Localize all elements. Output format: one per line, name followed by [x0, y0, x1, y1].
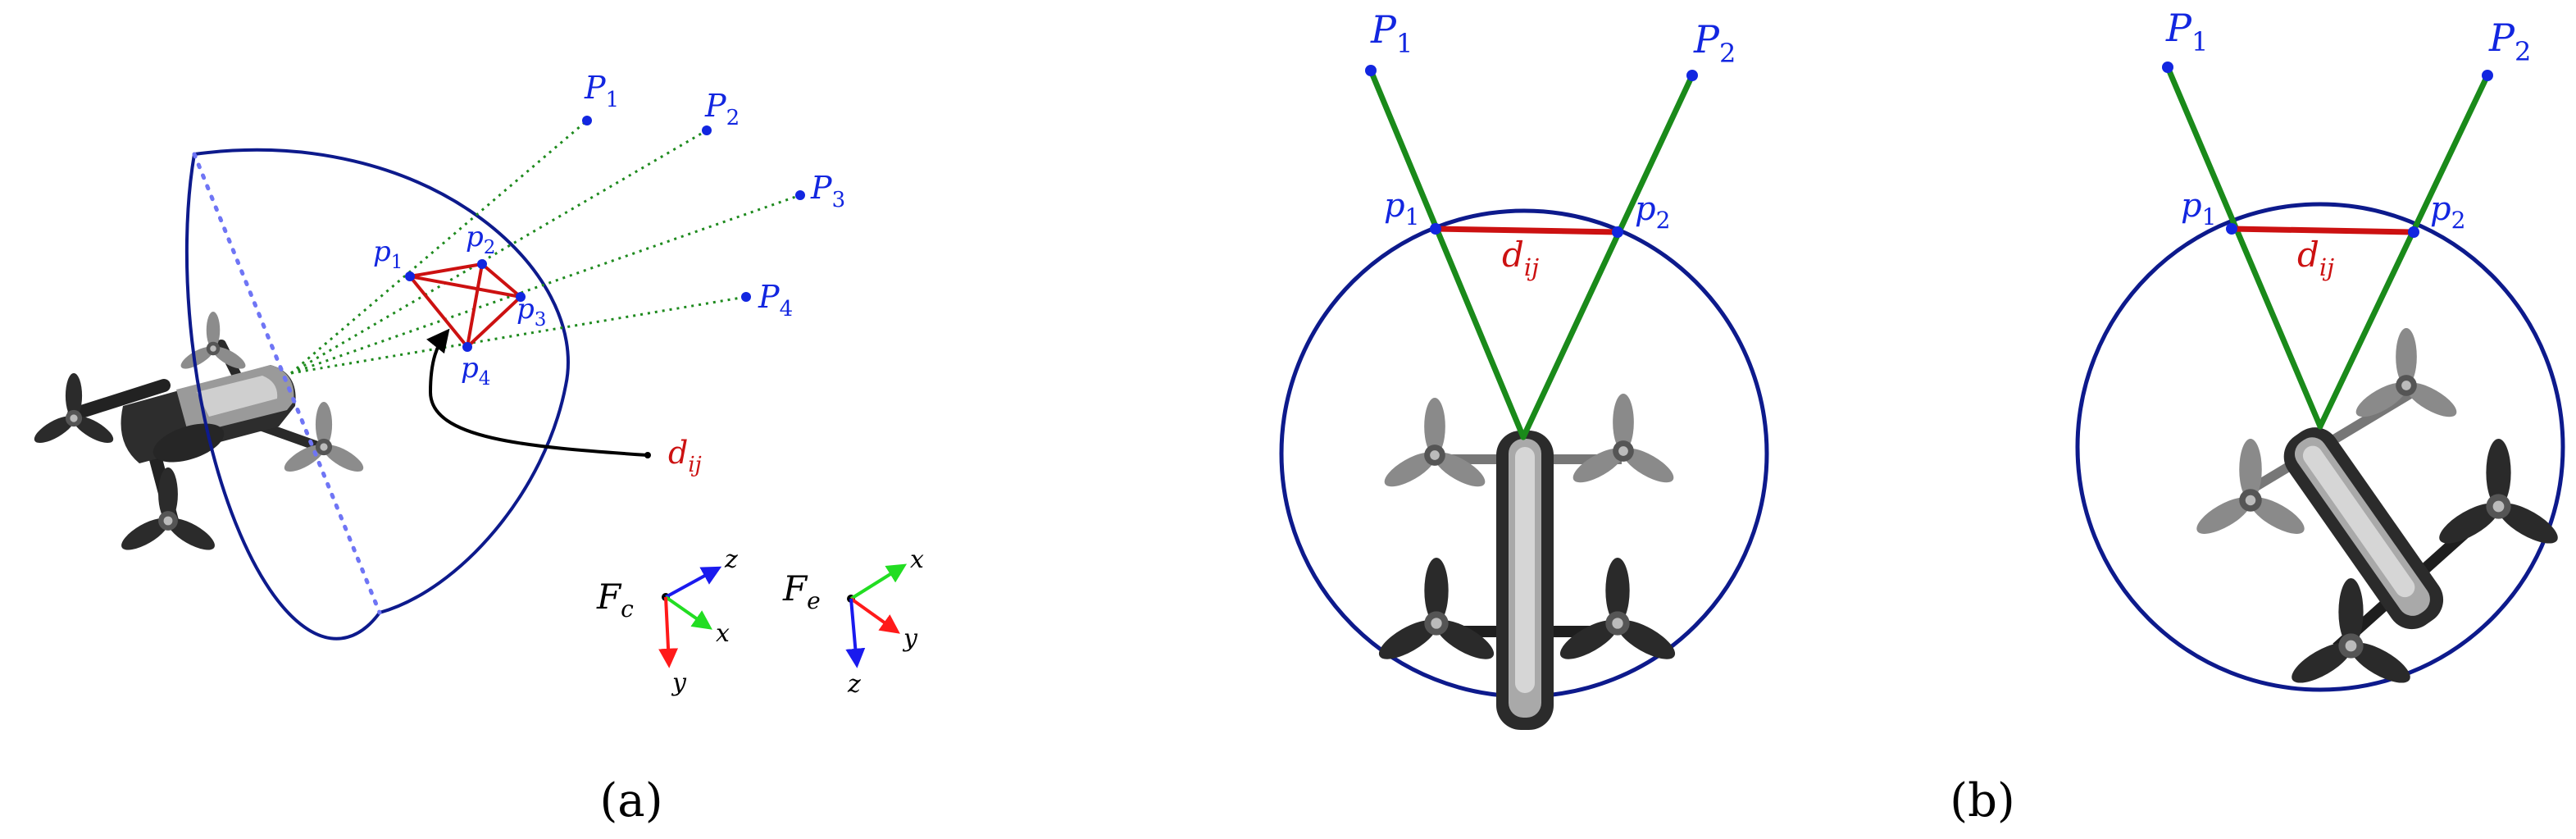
image-point-label: p2 [2430, 190, 2465, 234]
image-point-label: p2 [466, 221, 495, 258]
distance-label: dij [668, 435, 702, 477]
distance-pointer-arrow [426, 328, 649, 457]
camera-frame-label: Fc [596, 577, 634, 622]
world-point-label: P2 [2488, 16, 2531, 67]
world-point [2482, 70, 2493, 81]
rays [2164, 64, 2491, 430]
image-point [405, 271, 415, 281]
image-points [405, 259, 526, 352]
image-point [477, 259, 487, 269]
distance-label: dij [1502, 235, 1539, 281]
image-point-label: p3 [517, 293, 546, 331]
image-point [2226, 223, 2237, 235]
image-point-label: p1 [2181, 187, 2216, 230]
axis-label: z [847, 670, 861, 699]
world-point [795, 190, 805, 200]
hemisphere-dome [193, 148, 570, 614]
image-point-label: p4 [461, 352, 490, 390]
world-point [702, 125, 712, 135]
axis-label: y [671, 668, 687, 697]
world-point [741, 292, 751, 302]
world-point-label: P1 [584, 70, 619, 112]
body-frame: Fe x y z [782, 545, 924, 699]
hemisphere-diameter [192, 152, 382, 615]
panel-b-view-1: P1 P2 p1 p2 dij [1279, 7, 1769, 730]
distance-chord [1435, 226, 1618, 235]
body-frame-label: Fe [782, 568, 821, 614]
world-point-labels: P1 P2 P3 P4 [584, 70, 845, 321]
distance-label: dij [2297, 235, 2334, 281]
image-point [1430, 223, 1441, 235]
image-point [516, 292, 526, 302]
world-point-label: P4 [758, 279, 793, 321]
world-point-label: P2 [704, 88, 740, 130]
world-point-label: P1 [2165, 6, 2208, 57]
caption-a: (a) [599, 774, 662, 828]
axis-label: z [724, 545, 738, 574]
drone-icon [1373, 394, 1681, 730]
hemisphere-back-rim [184, 153, 381, 641]
axis-label: y [902, 624, 918, 653]
image-point-label: p1 [373, 235, 403, 273]
panel-a: P1 P2 P3 P4 p1 p2 p3 p4 dij Fc [30, 70, 924, 828]
world-point [582, 116, 592, 125]
image-sphere [2075, 202, 2565, 692]
image-point-label: p2 [1635, 190, 1670, 234]
caption-b: (b) [1950, 774, 2015, 828]
world-point [2162, 62, 2173, 73]
image-point-label: p1 [1384, 187, 1419, 230]
image-point [1612, 226, 1623, 238]
distance-chord [2231, 226, 2414, 235]
pairwise-distances [408, 262, 522, 349]
world-point-label: P2 [1693, 17, 1736, 69]
world-point [1686, 70, 1698, 81]
camera-frame: Fc z x y [596, 545, 738, 697]
world-points [582, 116, 805, 302]
image-point [2408, 226, 2419, 238]
drone-icon [2191, 328, 2564, 691]
world-point-label: P1 [1370, 7, 1413, 59]
rays [1368, 67, 1695, 440]
drone-icon [30, 312, 367, 556]
image-point [462, 342, 472, 352]
axis-label: x [716, 619, 730, 648]
panel-b-view-2: P1 P2 p1 p2 dij (b) [1950, 6, 2565, 828]
world-point [1365, 65, 1377, 76]
image-point-labels: p1 p2 p3 p4 [373, 221, 546, 390]
axis-label: x [910, 545, 924, 574]
projection-rays [290, 119, 801, 375]
world-point-label: P3 [810, 170, 845, 212]
